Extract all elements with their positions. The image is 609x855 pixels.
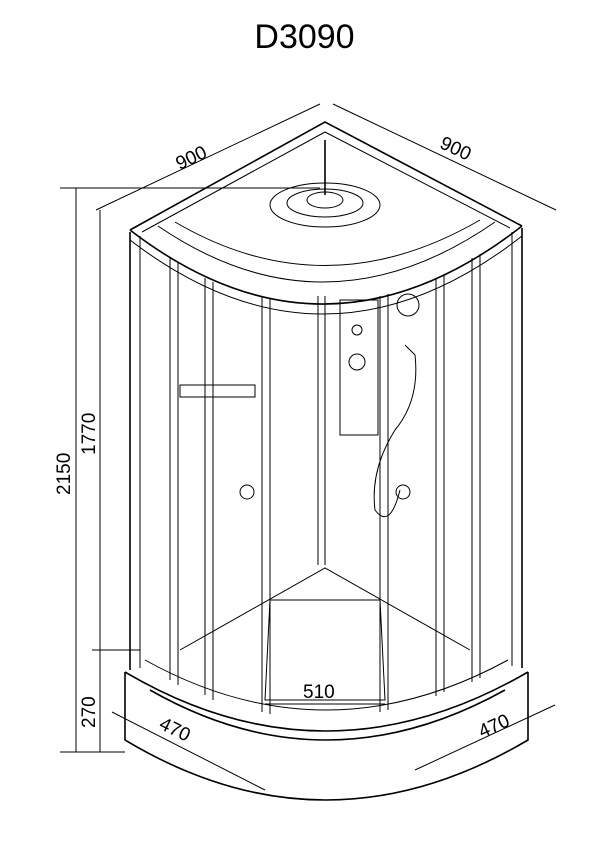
dimension-lines bbox=[60, 103, 557, 791]
shower-tray bbox=[124, 567, 529, 801]
dim-bottom-left: 470 bbox=[156, 714, 194, 747]
shower-panel bbox=[179, 293, 420, 518]
dim-top-left: 900 bbox=[173, 142, 211, 174]
dim-door-opening: 510 bbox=[303, 682, 335, 703]
dim-total-height: 2150 bbox=[54, 453, 75, 495]
frame-posts bbox=[129, 228, 523, 714]
dim-top-right: 900 bbox=[437, 133, 475, 165]
dim-bottom-right: 470 bbox=[475, 710, 513, 742]
dim-door-height: 1770 bbox=[79, 413, 100, 455]
model-title: D3090 bbox=[254, 18, 355, 56]
dim-tray-height: 270 bbox=[79, 696, 100, 728]
